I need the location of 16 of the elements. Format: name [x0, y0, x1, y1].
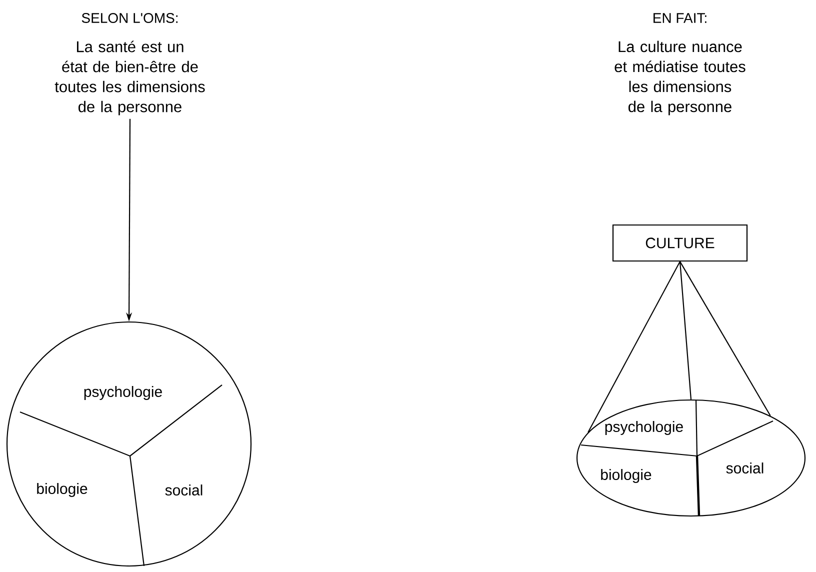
sector-label: biologie [601, 469, 652, 483]
connector-line [588, 261, 680, 433]
sector-label: biologie [37, 483, 88, 497]
heading: EN FAIT: [654, 13, 706, 23]
sector-label: social [726, 462, 764, 474]
description-text: La santé est un état de bien-être de toutes les dimensions de la personne [54, 40, 205, 116]
sector-label: social [165, 484, 202, 496]
sector-label: psychologie [605, 421, 683, 435]
ellipse-diagram [576, 399, 806, 517]
connector-line [680, 261, 771, 416]
connector-line [679, 262, 692, 400]
circle-diagram [6, 321, 252, 567]
sector-label: psychologie [84, 386, 162, 400]
description-text: La culture nuance et médiatise toutes les dimensions de la personne [614, 40, 746, 116]
heading: SELON L'OMS: [82, 13, 178, 23]
label-box: CULTURE [612, 224, 748, 262]
